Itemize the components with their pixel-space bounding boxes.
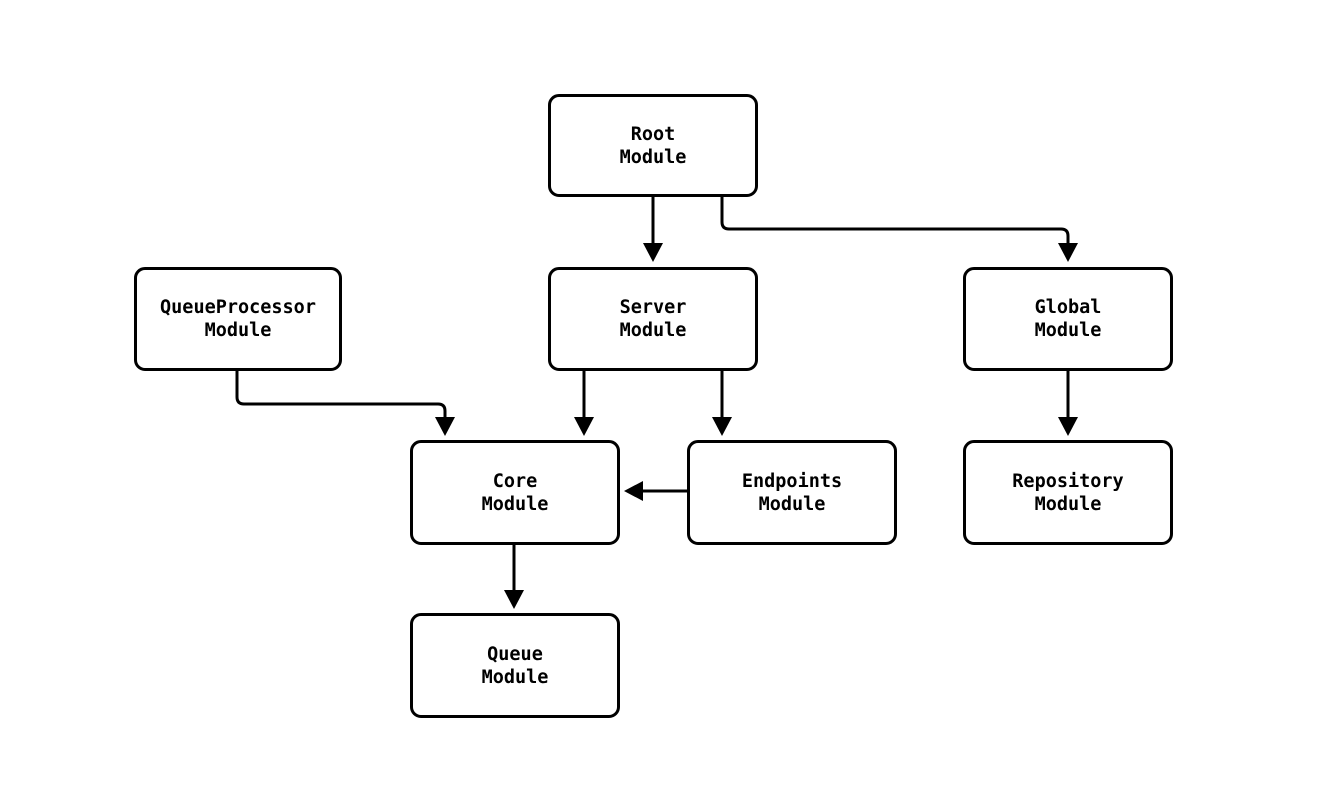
node-root-module-label: Root Module [619, 123, 687, 168]
arrowhead-server-to-core [574, 417, 594, 436]
node-server-module[interactable]: Server Module [548, 267, 758, 371]
node-queue-module-label: Queue Module [481, 643, 549, 688]
node-global-module-label: Global Module [1034, 297, 1102, 341]
node-queueprocessor-module[interactable]: QueueProcessor Module [134, 267, 342, 371]
node-server-module-label: Server Module [619, 297, 687, 341]
edge-root-to-global [720, 197, 1070, 244]
node-core-module-label: Core Module [481, 470, 549, 515]
arrowhead-root-to-server [643, 243, 663, 262]
arrowhead-server-to-endpoints [712, 417, 732, 436]
node-queue-module[interactable]: Queue Module [410, 613, 620, 718]
arrowhead-core-to-queue [504, 590, 524, 609]
arrowhead-queueprocessor-to-core [435, 417, 455, 436]
arrowhead-endpoints-to-core [624, 481, 643, 501]
node-repository-module-label: Repository Module [1012, 470, 1124, 515]
node-endpoints-module[interactable]: Endpoints Module [687, 440, 897, 545]
arrowhead-root-to-global [1058, 243, 1078, 262]
node-root-module[interactable]: Root Module [548, 94, 758, 197]
node-endpoints-module-label: Endpoints Module [741, 470, 843, 515]
node-core-module[interactable]: Core Module [410, 440, 620, 545]
arrowhead-global-to-repository [1058, 417, 1078, 436]
node-global-module[interactable]: Global Module [963, 267, 1173, 371]
edge-queueprocessor-to-core [235, 371, 447, 417]
node-queueprocessor-module-label: QueueProcessor Module [160, 297, 316, 341]
node-repository-module[interactable]: Repository Module [963, 440, 1173, 545]
